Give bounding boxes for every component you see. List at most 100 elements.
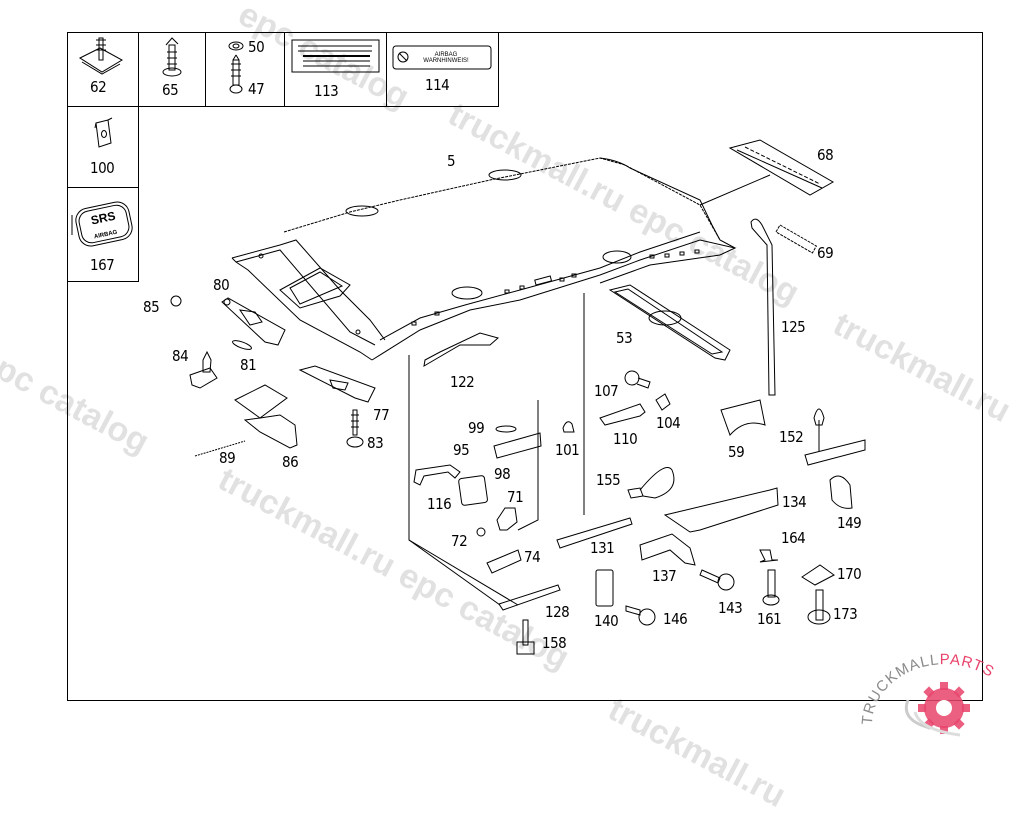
part-95[interactable] <box>413 464 461 486</box>
part-label-81[interactable]: 81 <box>240 356 257 374</box>
part-label-107[interactable]: 107 <box>594 382 619 400</box>
part-label-140[interactable]: 140 <box>594 612 619 630</box>
part-140[interactable] <box>595 569 614 607</box>
part-label-104[interactable]: 104 <box>656 414 681 432</box>
part-label-99[interactable]: 99 <box>468 419 485 437</box>
part-81[interactable] <box>232 339 253 351</box>
legend-cell-50-47[interactable] <box>205 32 285 107</box>
part-146[interactable] <box>625 605 656 626</box>
part-label-125[interactable]: 125 <box>781 318 806 336</box>
part-label-74[interactable]: 74 <box>524 548 541 566</box>
part-83[interactable] <box>346 409 364 448</box>
part-label-85[interactable]: 85 <box>143 298 160 316</box>
part-86[interactable] <box>234 384 298 449</box>
part-label-137[interactable]: 137 <box>652 567 677 585</box>
legend-label-100: 100 <box>90 159 115 177</box>
part-161[interactable] <box>762 569 780 606</box>
truckmall-parts-logo: TRUCKMALLPARTS <box>859 651 996 737</box>
part-label-170[interactable]: 170 <box>837 565 862 583</box>
part-110[interactable] <box>599 403 646 426</box>
part-label-77[interactable]: 77 <box>373 406 390 424</box>
leader-line <box>699 174 771 206</box>
part-label-161[interactable]: 161 <box>757 610 782 628</box>
part-125[interactable] <box>750 218 776 396</box>
srs-airbag-badge-icon <box>71 201 133 247</box>
part-143[interactable] <box>699 569 735 591</box>
airbag-label-text: AIRBAG <box>435 52 458 58</box>
part-label-80[interactable]: 80 <box>213 276 230 294</box>
part-69[interactable] <box>775 224 818 254</box>
part-label-110[interactable]: 110 <box>613 430 638 448</box>
part-label-158[interactable]: 158 <box>542 634 567 652</box>
part-72[interactable] <box>476 527 486 537</box>
part-label-143[interactable]: 143 <box>718 599 743 617</box>
part-label-53[interactable]: 53 <box>616 329 633 347</box>
part-label-149[interactable]: 149 <box>837 514 862 532</box>
part-label-155[interactable]: 155 <box>596 471 621 489</box>
legend-cell-100[interactable] <box>67 106 139 188</box>
legend-label-114: 114 <box>425 76 450 94</box>
part-89[interactable] <box>194 440 246 457</box>
part-134[interactable] <box>663 487 779 533</box>
part-122[interactable] <box>423 332 500 367</box>
parts-drawing: AIRBAG WARNHINWEIS! SRS AIRBAG <box>71 37 866 655</box>
part-label-83[interactable]: 83 <box>367 434 384 452</box>
part-104[interactable] <box>655 393 671 411</box>
part-label-173[interactable]: 173 <box>833 605 858 623</box>
legend-cell-62[interactable] <box>67 32 139 107</box>
part-149[interactable] <box>829 475 853 509</box>
part-158[interactable] <box>516 619 535 655</box>
headliner-part[interactable] <box>283 157 721 241</box>
part-label-95[interactable]: 95 <box>453 441 470 459</box>
part-131[interactable] <box>556 517 633 549</box>
part-label-89[interactable]: 89 <box>219 449 236 467</box>
part-label-86[interactable]: 86 <box>282 453 299 471</box>
part-98[interactable] <box>493 432 542 459</box>
part-53[interactable] <box>608 284 731 361</box>
part-99[interactable] <box>495 425 517 433</box>
part-label-101[interactable]: 101 <box>555 441 580 459</box>
part-85[interactable] <box>170 295 182 307</box>
part-label-59[interactable]: 59 <box>728 443 745 461</box>
legend-cell-113[interactable] <box>284 32 387 107</box>
part-59[interactable] <box>720 399 766 436</box>
srs-badge-text: SRS <box>90 209 117 228</box>
part-label-72[interactable]: 72 <box>451 532 468 550</box>
part-80[interactable] <box>221 297 286 346</box>
part-84[interactable] <box>189 350 218 389</box>
part-label-71[interactable]: 71 <box>507 488 524 506</box>
legend-cell-167[interactable] <box>67 187 139 282</box>
part-label-84[interactable]: 84 <box>172 347 189 365</box>
part-74[interactable] <box>486 549 522 574</box>
part-155[interactable] <box>627 467 675 499</box>
part-173[interactable] <box>807 589 831 625</box>
clip-nut-icon <box>78 37 124 75</box>
part-170[interactable] <box>801 564 835 586</box>
part-label-128[interactable]: 128 <box>545 603 570 621</box>
part-68[interactable] <box>728 139 835 196</box>
legend-cell-65[interactable] <box>138 32 206 107</box>
part-label-122[interactable]: 122 <box>450 373 475 391</box>
part-label-98[interactable]: 98 <box>494 465 511 483</box>
part-label-164[interactable]: 164 <box>781 529 806 547</box>
part-137[interactable] <box>639 533 696 566</box>
part-116[interactable] <box>458 475 488 506</box>
part-label-5[interactable]: 5 <box>447 152 456 170</box>
part-101[interactable] <box>562 421 575 433</box>
part-128[interactable] <box>498 584 561 611</box>
part-164[interactable] <box>759 549 779 563</box>
legend-label-113: 113 <box>314 82 339 100</box>
part-label-152[interactable]: 152 <box>779 428 804 446</box>
washer-screw-icon <box>228 41 244 94</box>
legend-cell-114[interactable] <box>386 32 499 107</box>
part-label-131[interactable]: 131 <box>590 539 615 557</box>
part-label-134[interactable]: 134 <box>782 493 807 511</box>
part-77[interactable] <box>298 365 376 403</box>
part-label-146[interactable]: 146 <box>663 610 688 628</box>
part-107[interactable] <box>624 370 651 389</box>
part-label-116[interactable]: 116 <box>427 495 452 513</box>
part-71[interactable] <box>496 507 518 531</box>
part-label-68[interactable]: 68 <box>817 146 834 164</box>
part-152[interactable] <box>804 408 866 466</box>
part-label-69[interactable]: 69 <box>817 244 834 262</box>
